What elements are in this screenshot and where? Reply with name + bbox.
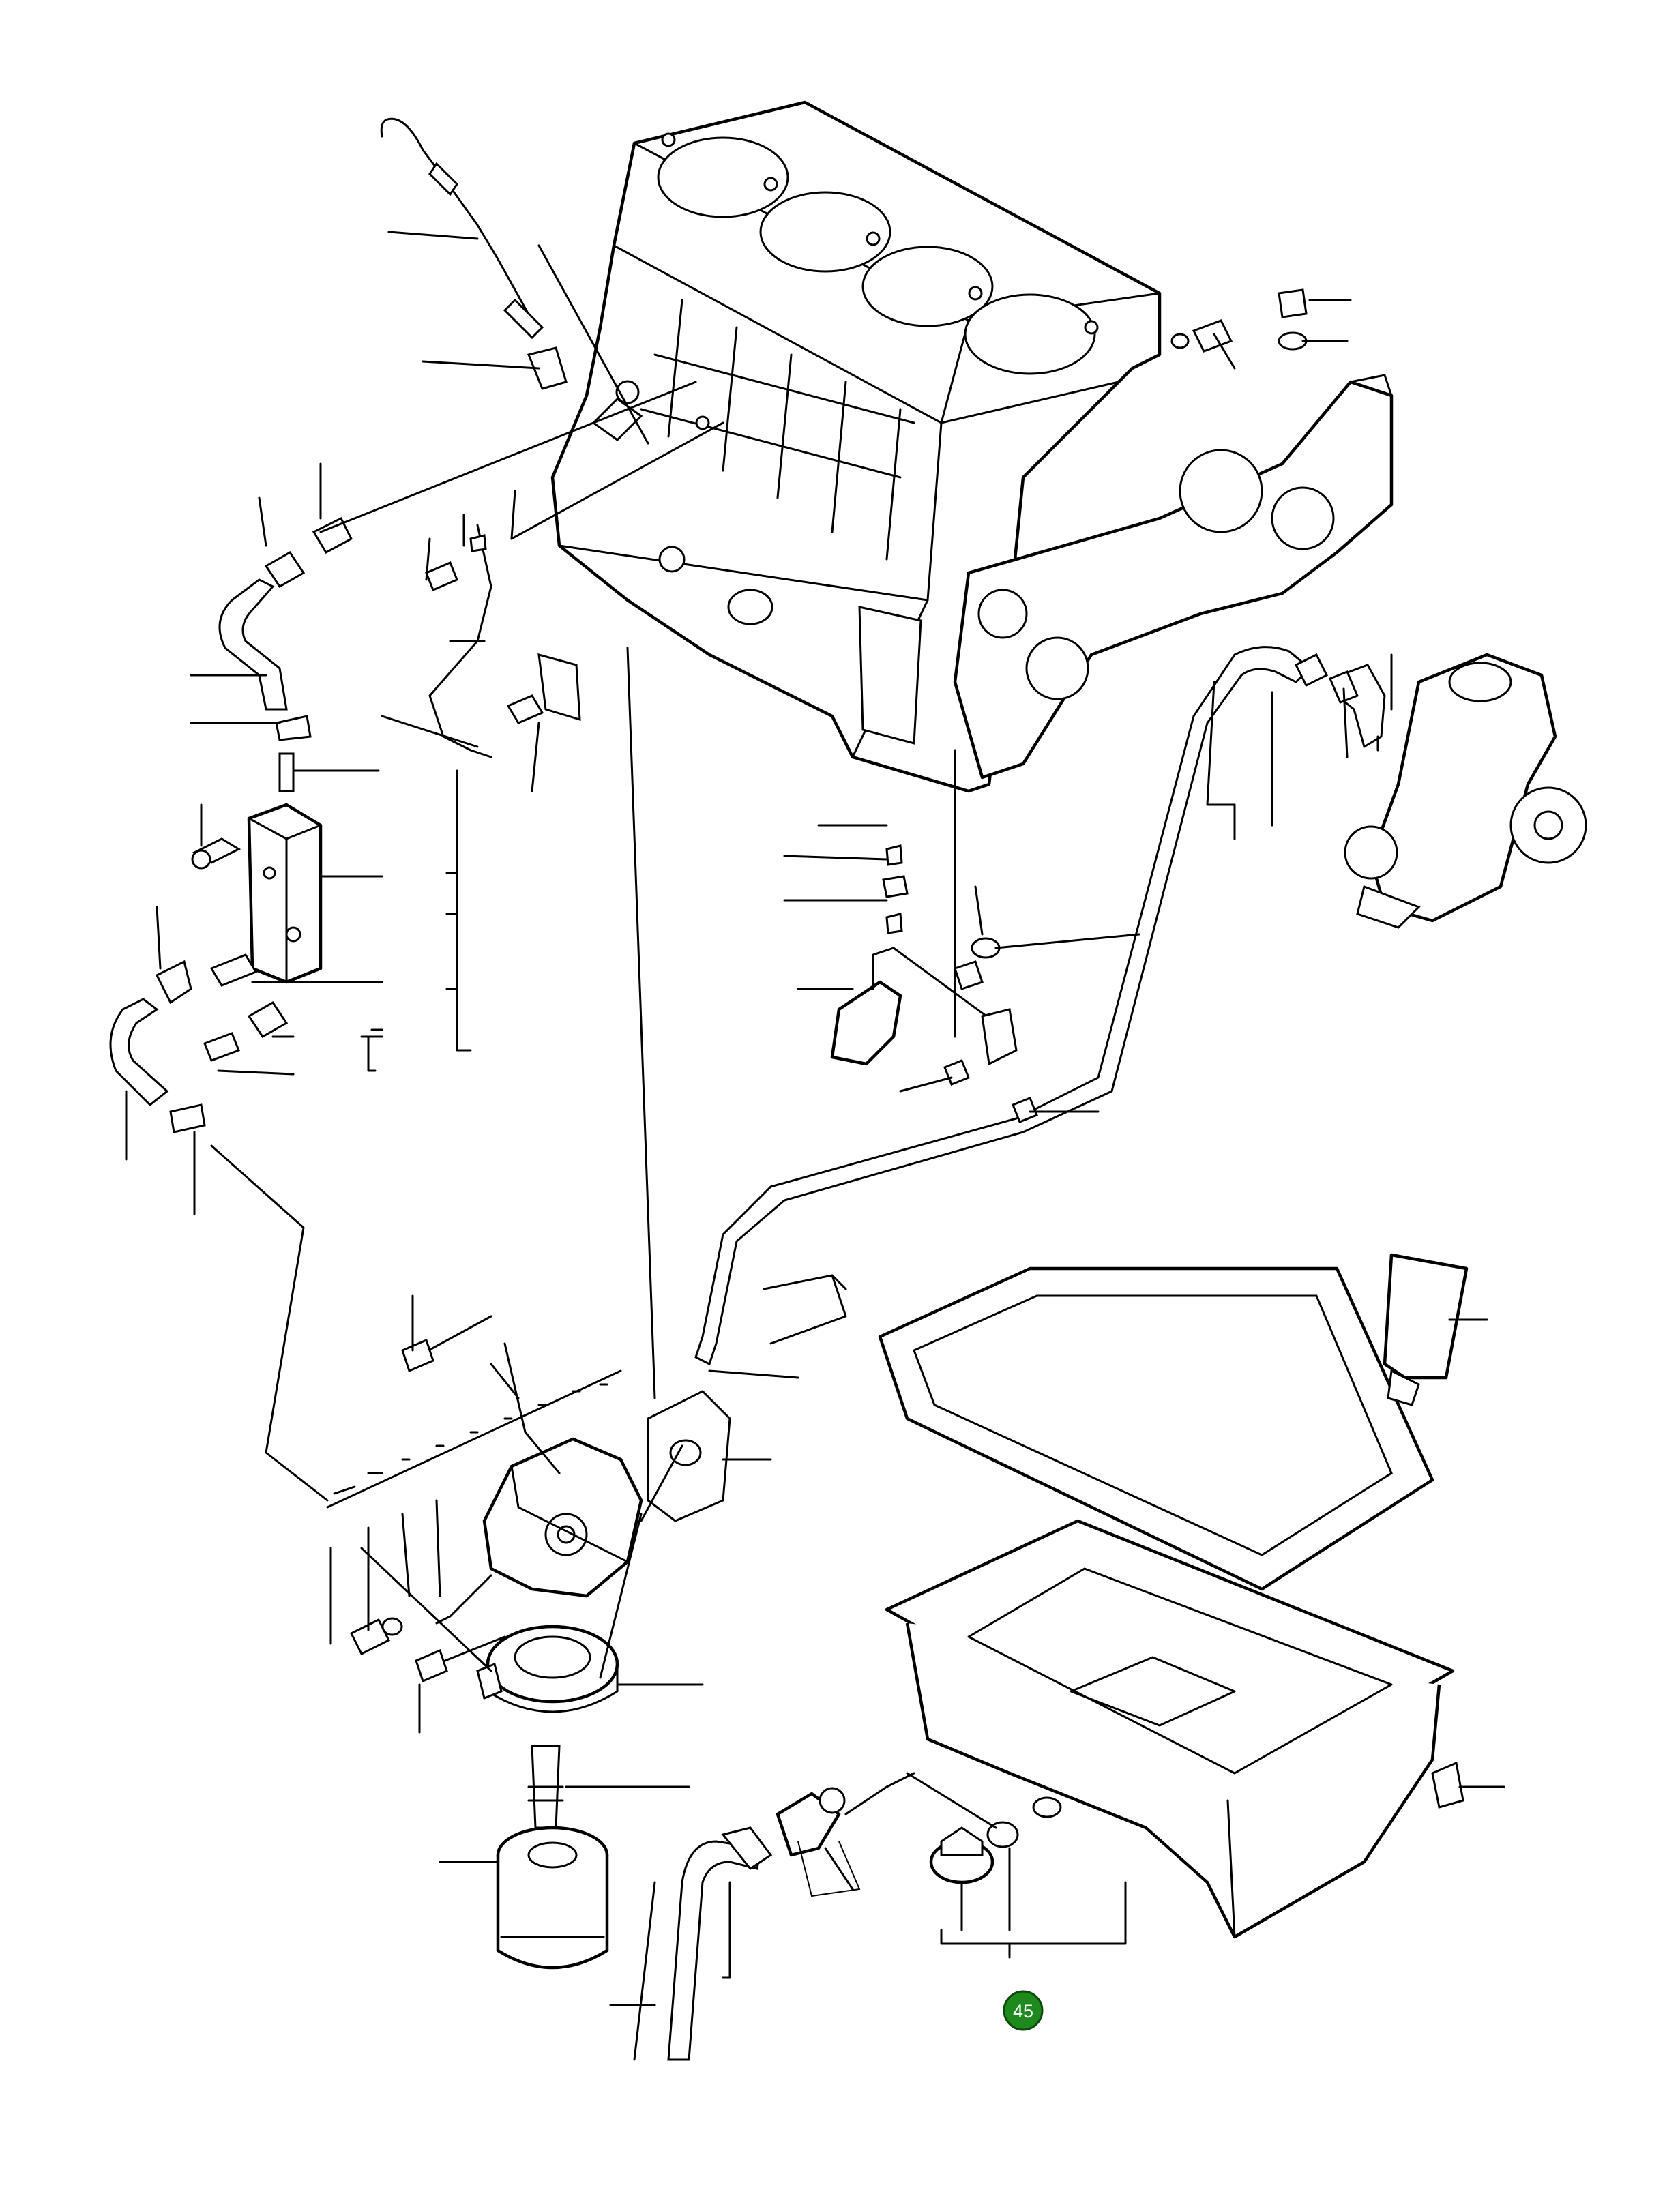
filter-center-bolt-head [415,1648,448,1683]
tee-fitting [247,1001,289,1038]
union-fitting [209,953,258,987]
relief-plug [349,1618,391,1656]
upper-left-hose [218,516,353,711]
hose-clamp-lower [169,1103,206,1133]
drain-plug [929,1826,994,1884]
spacer-collar [882,875,909,898]
relief-spring [435,1574,492,1625]
nipple-fitting [278,752,295,792]
relief-washer [381,1617,403,1636]
hose-clamp-upper [275,715,312,741]
cylinder-block [550,100,1162,793]
stud-bolt [885,844,903,866]
oil-pan [885,1519,1455,1939]
bolt-strainer-2 [1012,1097,1038,1123]
callout-badge-label: 45 [1013,2001,1033,2021]
water-pump [1344,653,1587,929]
oil-block-manifold [247,803,323,984]
washer-mid-right [1170,333,1190,349]
dipstick-tube-sleeve [527,346,568,390]
bolt-top-right [1278,288,1308,318]
bolt-mid-right [1192,319,1233,353]
callout-badge-circle [1003,1990,1044,2031]
dipstick [380,117,544,340]
return-hose [694,646,1312,1366]
long-bolt-head [401,1338,434,1373]
bolt-pipe-bracket [506,694,544,724]
leader-lines [125,231,1505,2061]
gear-case [953,374,1394,780]
elbow-fitting-left [155,960,192,1005]
dipstick-guide-tube [667,1840,762,2061]
bolt-strainer [943,1059,970,1086]
clamp-right-small [1329,670,1359,704]
oil-strainer [830,947,1018,1066]
liquid-gasket-tube [1383,1253,1469,1406]
bolt-small [203,1032,240,1062]
oil-filter-head [482,1437,643,1598]
oil-filter [496,1826,609,1970]
oil-pipe-left [428,524,492,758]
guide-tube-thread [721,1826,773,1871]
gasket-hole [669,1439,702,1466]
eye-bolt [425,561,458,591]
hose-clamp-right [1294,653,1329,687]
oil-pan-gasket [878,1266,1434,1591]
oil-pan-bolt [1431,1761,1464,1809]
pipe-bracket [537,653,581,722]
washer-pipe [469,534,487,552]
callout-badge-45[interactable]: 45 [1003,1990,1044,2031]
lower-left-hose [109,998,169,1107]
nut-small [885,913,903,934]
oil-cooler [476,1625,619,1713]
oil-level-switch [776,1787,861,1897]
bolt-left [191,837,241,870]
